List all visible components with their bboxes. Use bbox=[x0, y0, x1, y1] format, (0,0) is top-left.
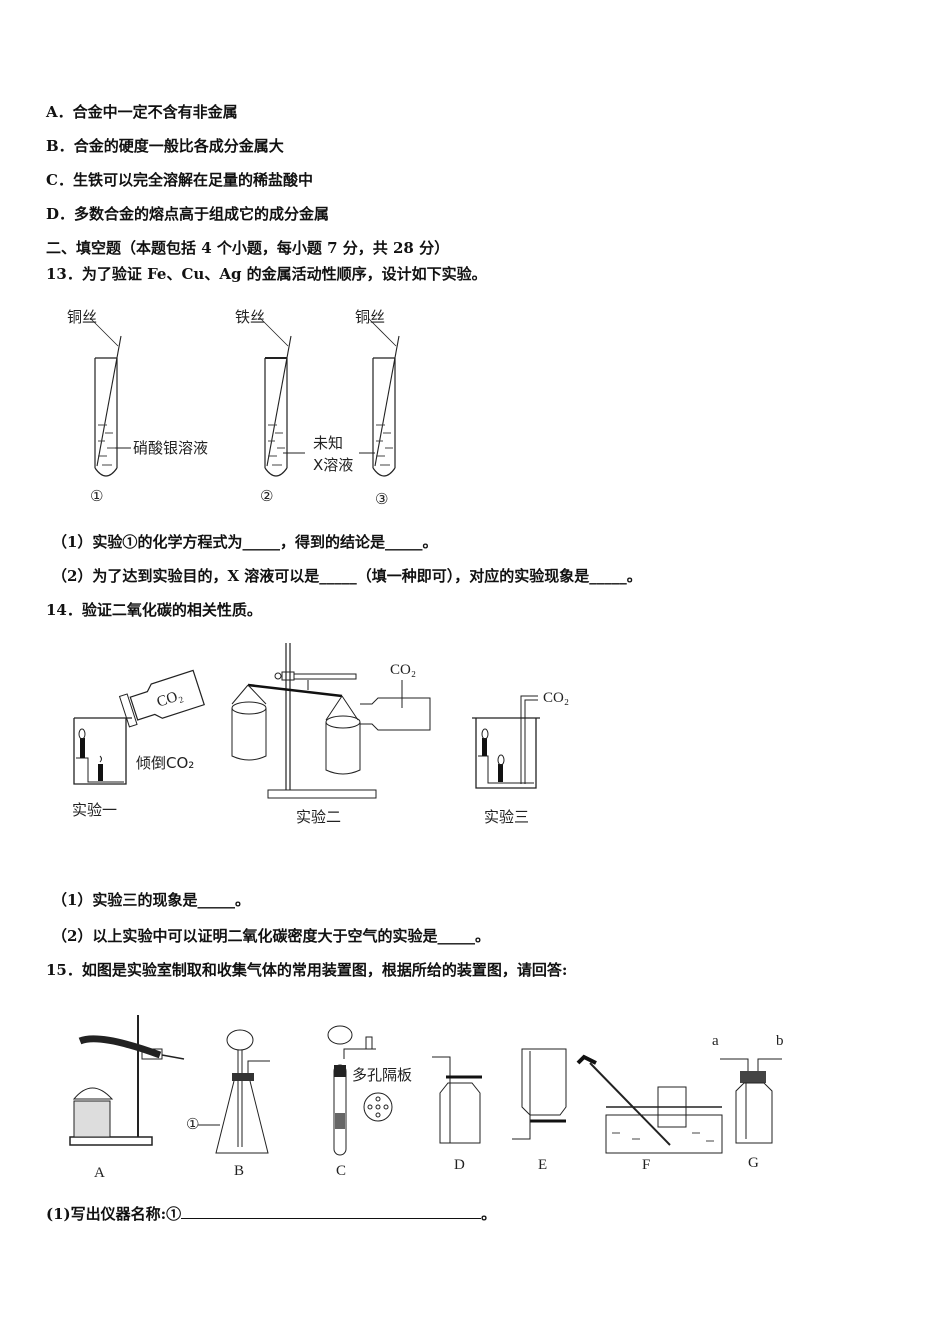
test-tube-figure: 铜丝 硝酸银溶液 ① 铁丝 ② 未知 X溶液 bbox=[55, 298, 455, 513]
experiment-1-caption: 实验一 bbox=[72, 801, 117, 819]
option-text: 多数合金的熔点高于组成它的成分金属 bbox=[74, 205, 330, 223]
gas-apparatus-figure: A ① B 多孔隔板 C bbox=[60, 1015, 800, 1185]
test-tube-3: 铜丝 ③ bbox=[355, 308, 400, 508]
apparatus-e: E bbox=[512, 1048, 567, 1173]
pour-co2-label: 倾倒CO₂ bbox=[136, 754, 194, 772]
part-1-suffix: 。 bbox=[481, 1205, 497, 1223]
option-key: A． bbox=[46, 103, 73, 121]
option-text: 合金的硬度一般比各成分金属大 bbox=[73, 137, 284, 155]
label-g: G bbox=[748, 1155, 759, 1171]
option-c: C．生铁可以完全溶解在足量的稀盐酸中 bbox=[46, 170, 313, 190]
section-title: 二、填空题（本题包括 4 个小题，每小题 7 分，共 28 分） bbox=[46, 239, 450, 257]
apparatus-c: 多孔隔板 C bbox=[327, 1025, 412, 1179]
option-text: 合金中一定不含有非金属 bbox=[72, 103, 238, 121]
co2-bottle-label-1: CO₂ bbox=[155, 687, 185, 710]
question-15-part-1: (1)写出仪器名称:① 。 bbox=[46, 1204, 496, 1224]
iron-wire-label: 铁丝 bbox=[235, 308, 265, 326]
answer-blank[interactable] bbox=[181, 1204, 482, 1219]
label-d: D bbox=[454, 1157, 465, 1173]
experiment-3-caption: 实验三 bbox=[484, 808, 529, 826]
tube-number-2: ② bbox=[260, 487, 273, 505]
apparatus-d: D bbox=[432, 1056, 482, 1173]
label-a: A bbox=[94, 1165, 105, 1181]
unknown-solution-label-1: 未知 bbox=[313, 434, 343, 452]
test-tube-2: 铁丝 ② bbox=[235, 308, 305, 505]
experiment-2: CO₂ 实验二 bbox=[231, 643, 431, 826]
label-b: B bbox=[234, 1163, 244, 1179]
part-1-prefix: (1)写出仪器名称:① bbox=[46, 1205, 182, 1223]
question-14-stem: 14．验证二氧化碳的相关性质。 bbox=[46, 601, 262, 619]
experiment-2-caption: 实验二 bbox=[296, 808, 341, 826]
question-13-stem: 13．为了验证 Fe、Cu、Ag 的金属活动性顺序，设计如下实验。 bbox=[46, 265, 487, 283]
port-b-label: b bbox=[776, 1033, 784, 1049]
experiment-3: CO₂ 实验三 bbox=[472, 690, 569, 826]
port-a-label: a bbox=[712, 1033, 719, 1049]
co2-bottle-label-2: CO₂ bbox=[390, 662, 416, 678]
option-d: D．多数合金的熔点高于组成它的成分金属 bbox=[46, 204, 329, 224]
apparatus-f: F bbox=[576, 1054, 723, 1173]
unknown-solution-label-2: X溶液 bbox=[313, 456, 353, 474]
question-13-part-2: （2）为了达到实验目的，X 溶液可以是_____（填一种即可），对应的实验现象是… bbox=[52, 567, 642, 585]
option-key: C． bbox=[46, 171, 73, 189]
test-tube-1: 铜丝 硝酸银溶液 ① bbox=[67, 308, 208, 505]
label-c: C bbox=[336, 1163, 346, 1179]
option-text: 生铁可以完全溶解在足量的稀盐酸中 bbox=[72, 171, 313, 189]
question-15-stem: 15．如图是实验室制取和收集气体的常用装置图，根据所给的装置图，请回答: bbox=[46, 961, 568, 979]
label-f: F bbox=[642, 1157, 650, 1173]
apparatus-g: a b G bbox=[712, 1033, 784, 1171]
tube-number-1: ① bbox=[90, 487, 103, 505]
silver-nitrate-label: 硝酸银溶液 bbox=[133, 439, 208, 457]
option-b: B．合金的硬度一般比各成分金属大 bbox=[46, 136, 284, 156]
question-13-part-1: （1）实验①的化学方程式为_____，得到的结论是_____。 bbox=[52, 533, 438, 551]
option-key: B． bbox=[46, 137, 74, 155]
experiment-1: CO₂ 倾倒CO₂ 实验一 bbox=[72, 669, 205, 819]
copper-wire-label-3: 铜丝 bbox=[355, 308, 385, 326]
question-14-part-2: （2）以上实验中可以证明二氧化碳密度大于空气的实验是_____。 bbox=[52, 927, 490, 945]
tube-number-3: ③ bbox=[375, 490, 388, 508]
marker-1: ① bbox=[186, 1115, 199, 1133]
apparatus-b: ① B bbox=[186, 1029, 270, 1179]
question-14-part-1: （1）实验三的现象是_____。 bbox=[52, 891, 250, 909]
label-e: E bbox=[538, 1157, 547, 1173]
perforated-plate-label: 多孔隔板 bbox=[352, 1066, 412, 1084]
option-a: A．合金中一定不含有非金属 bbox=[46, 102, 238, 122]
co2-tube-label-3: CO₂ bbox=[543, 690, 569, 706]
copper-wire-label-1: 铜丝 bbox=[67, 308, 97, 326]
apparatus-a: A bbox=[69, 1015, 185, 1181]
co2-experiments-figure: CO₂ 倾倒CO₂ 实验一 CO₂ 实验二 bbox=[60, 638, 600, 838]
option-key: D． bbox=[46, 205, 75, 223]
